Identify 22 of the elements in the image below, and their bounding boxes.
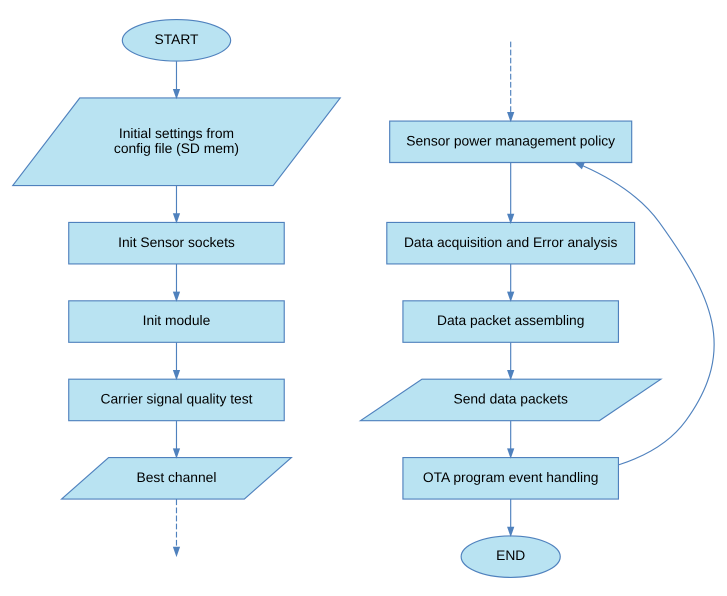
- arrow: [507, 162, 514, 224]
- arrow: [172, 420, 180, 458]
- arrow: [172, 498, 180, 557]
- node-box: Data packet assembling: [402, 300, 620, 342]
- node-box: OTA program event handling: [402, 456, 620, 500]
- node-box: Carrier signal quality test: [68, 378, 285, 421]
- arrow: [172, 264, 180, 302]
- node-ellipse: END: [460, 534, 561, 578]
- node-box: Init Sensor sockets: [68, 221, 285, 264]
- arrow: [507, 41, 514, 122]
- arrow: [507, 342, 514, 380]
- arrow: [574, 161, 714, 465]
- arrow: [507, 264, 514, 302]
- arrow: [507, 420, 514, 458]
- node-box: Data acquisition and Error analysis: [386, 221, 636, 264]
- arrow: [172, 61, 180, 99]
- node-box: Init module: [68, 300, 285, 342]
- node-box: Sensor power management policy: [389, 120, 632, 163]
- arrow: [172, 342, 180, 380]
- arrow: [507, 498, 514, 537]
- node-ellipse: START: [122, 18, 232, 62]
- arrow: [172, 185, 180, 224]
